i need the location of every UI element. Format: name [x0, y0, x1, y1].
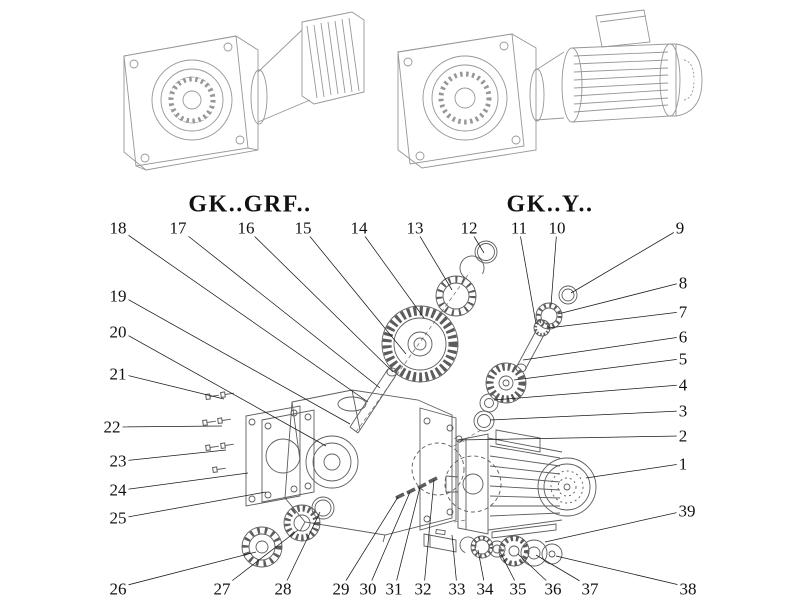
- callout-24: 24: [107, 480, 129, 500]
- callout-21: 21: [107, 364, 129, 384]
- callout-18: 18: [107, 218, 129, 238]
- gearbox-grf-drawing: [123, 11, 365, 171]
- output-bearing-group: [241, 496, 335, 568]
- housing-drawing: [284, 389, 465, 543]
- callout-22: 22: [101, 417, 123, 437]
- callout-2: 2: [676, 426, 690, 446]
- callout-38: 38: [677, 579, 699, 599]
- callout-35: 35: [507, 579, 529, 599]
- callout-27: 27: [211, 579, 233, 599]
- callout-33: 33: [446, 579, 468, 599]
- motor-drawing: [444, 429, 597, 539]
- callout-25: 25: [107, 508, 129, 528]
- callout-17: 17: [167, 218, 189, 238]
- bevel-pinion-stack: [473, 285, 578, 432]
- callout-19: 19: [107, 286, 129, 306]
- callout-29: 29: [330, 579, 352, 599]
- gearbox-y-drawing: [397, 9, 703, 169]
- callout-36: 36: [542, 579, 564, 599]
- callout-13: 13: [404, 218, 426, 238]
- callout-16: 16: [235, 218, 257, 238]
- fastener-screws: [202, 391, 234, 474]
- callout-10: 10: [546, 218, 568, 238]
- callout-32: 32: [412, 579, 434, 599]
- callout-6: 6: [676, 327, 690, 347]
- callout-37: 37: [579, 579, 601, 599]
- callout-20: 20: [107, 322, 129, 342]
- leader-lines: [115, 227, 689, 588]
- variant-title-y: GK..Y..: [506, 191, 594, 218]
- callout-26: 26: [107, 579, 129, 599]
- output-shaft-stack: [423, 528, 563, 567]
- flange-studs: [395, 476, 438, 500]
- callout-15: 15: [292, 218, 314, 238]
- callout-9: 9: [673, 218, 687, 238]
- callout-31: 31: [383, 579, 405, 599]
- callout-1: 1: [676, 454, 690, 474]
- callout-14: 14: [348, 218, 370, 238]
- input-gear-stack: [349, 240, 498, 434]
- callout-39: 39: [676, 501, 698, 521]
- callout-30: 30: [357, 579, 379, 599]
- callout-8: 8: [676, 273, 690, 293]
- callout-4: 4: [676, 375, 690, 395]
- callout-5: 5: [676, 349, 690, 369]
- axis-construction-lines: [355, 271, 482, 523]
- shim-plates: [245, 405, 315, 507]
- callout-28: 28: [272, 579, 294, 599]
- callout-11: 11: [508, 218, 530, 238]
- callout-7: 7: [676, 302, 690, 322]
- callout-12: 12: [458, 218, 480, 238]
- callout-34: 34: [474, 579, 496, 599]
- callout-3: 3: [676, 401, 690, 421]
- callout-23: 23: [107, 451, 129, 471]
- variant-title-grf: GK..GRF..: [188, 191, 312, 218]
